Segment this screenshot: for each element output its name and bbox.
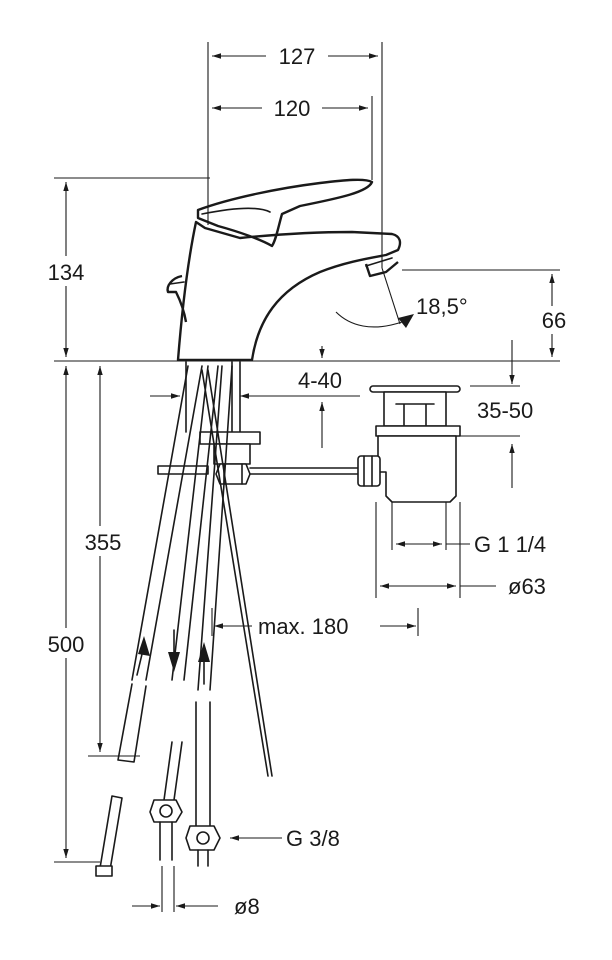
dim-355: 355: [76, 366, 140, 757]
reference-lines: [54, 42, 560, 362]
dim-63: ø63: [380, 574, 546, 599]
dim-120: 120: [212, 94, 368, 122]
dim-4-40-label: 4-40: [298, 368, 342, 393]
dim-max-180-label: max. 180: [258, 614, 349, 639]
dim-angle: 18,5°: [335, 267, 468, 328]
dim-66-label: 66: [542, 308, 566, 333]
dim-355-label: 355: [85, 530, 122, 555]
dim-500: 500: [40, 366, 100, 863]
dim-max-180: max. 180: [211, 608, 419, 639]
dim-35-50-label: 35-50: [477, 398, 533, 423]
dim-8: ø8: [132, 866, 260, 919]
dim-g114: G 1 1/4: [396, 532, 546, 557]
faucet-body: [166, 178, 402, 362]
dim-8-label: ø8: [234, 894, 260, 919]
dim-134-label: 134: [48, 260, 85, 285]
dim-4-40: 4-40: [150, 368, 360, 399]
dim-63-label: ø63: [508, 574, 546, 599]
supply-hoses: [95, 365, 273, 877]
dim-120-label: 120: [274, 96, 311, 121]
dim-g38: G 3/8: [230, 826, 340, 851]
dim-127: 127: [212, 42, 378, 70]
dim-35-50: 35-50: [319, 340, 533, 488]
dim-angle-label: 18,5°: [416, 294, 468, 319]
dim-127-label: 127: [279, 44, 316, 69]
drain-assembly: [357, 385, 461, 598]
dim-134: 134: [40, 182, 92, 357]
dim-g114-label: G 1 1/4: [474, 532, 546, 557]
dim-500-label: 500: [48, 632, 85, 657]
dim-66: 66: [532, 274, 576, 357]
dim-g38-label: G 3/8: [286, 826, 340, 851]
